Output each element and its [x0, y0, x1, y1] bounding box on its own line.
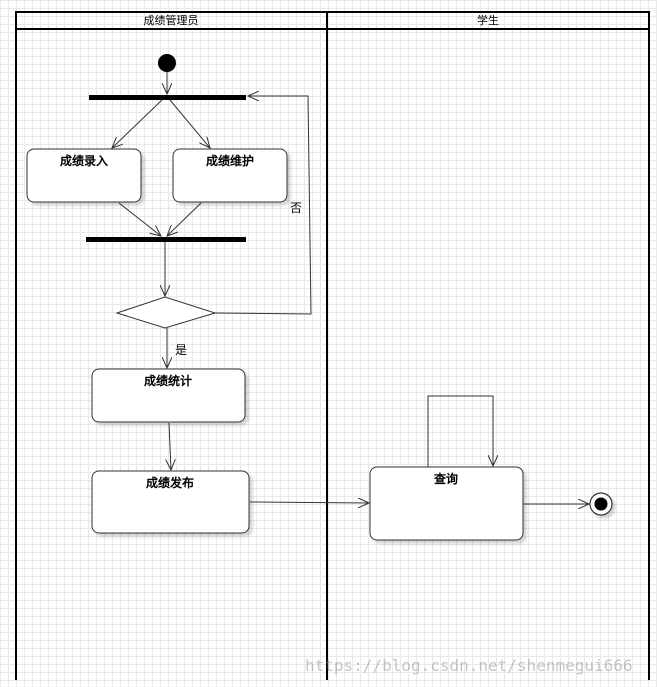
lane-title-student: 学生	[477, 13, 499, 27]
watermark-url: https://blog.csdn.net/shenmegui666	[305, 656, 633, 675]
guard-yes-label: 是	[175, 343, 187, 357]
flow-publish-to-query	[249, 502, 369, 503]
lane-title-score-admin: 成绩管理员	[144, 13, 199, 27]
activity-score-publish-label: 成绩发布	[146, 475, 194, 490]
flow-decision-no-loop	[214, 96, 312, 315]
activity-score-entry: 成绩录入	[26, 148, 142, 203]
guard-no-label: 否	[290, 201, 302, 215]
flow-entry-to-join	[118, 202, 161, 236]
activity-score-maintenance-box	[172, 148, 288, 203]
join-bar	[86, 237, 246, 242]
activity-score-statistics: 成绩统计	[91, 368, 246, 423]
final-node	[589, 492, 613, 516]
final-node-dot	[594, 497, 608, 511]
activity-score-entry-box	[26, 148, 142, 203]
fork-bar	[89, 95, 246, 100]
flow-fork-to-maintenance	[169, 99, 210, 148]
activity-score-maintenance-label: 成绩维护	[206, 153, 254, 168]
swimlane-frame	[15, 11, 650, 680]
activity-score-entry-label: 成绩录入	[60, 153, 108, 168]
decision-node	[115, 296, 217, 329]
activity-score-statistics-label: 成绩统计	[144, 373, 192, 388]
flow-maintenance-to-join	[167, 202, 202, 236]
initial-node	[158, 54, 176, 72]
activity-score-publish: 成绩发布	[91, 470, 250, 534]
activity-query: 查询	[369, 466, 524, 541]
flow-statistics-to-publish	[169, 422, 171, 470]
activity-score-maintenance: 成绩维护	[172, 148, 288, 203]
control-flows	[112, 72, 589, 504]
activity-query-label: 查询	[433, 471, 458, 486]
activity-score-statistics-box	[91, 368, 246, 423]
flow-query-self-loop	[427, 395, 493, 467]
flow-fork-to-entry	[112, 99, 163, 148]
